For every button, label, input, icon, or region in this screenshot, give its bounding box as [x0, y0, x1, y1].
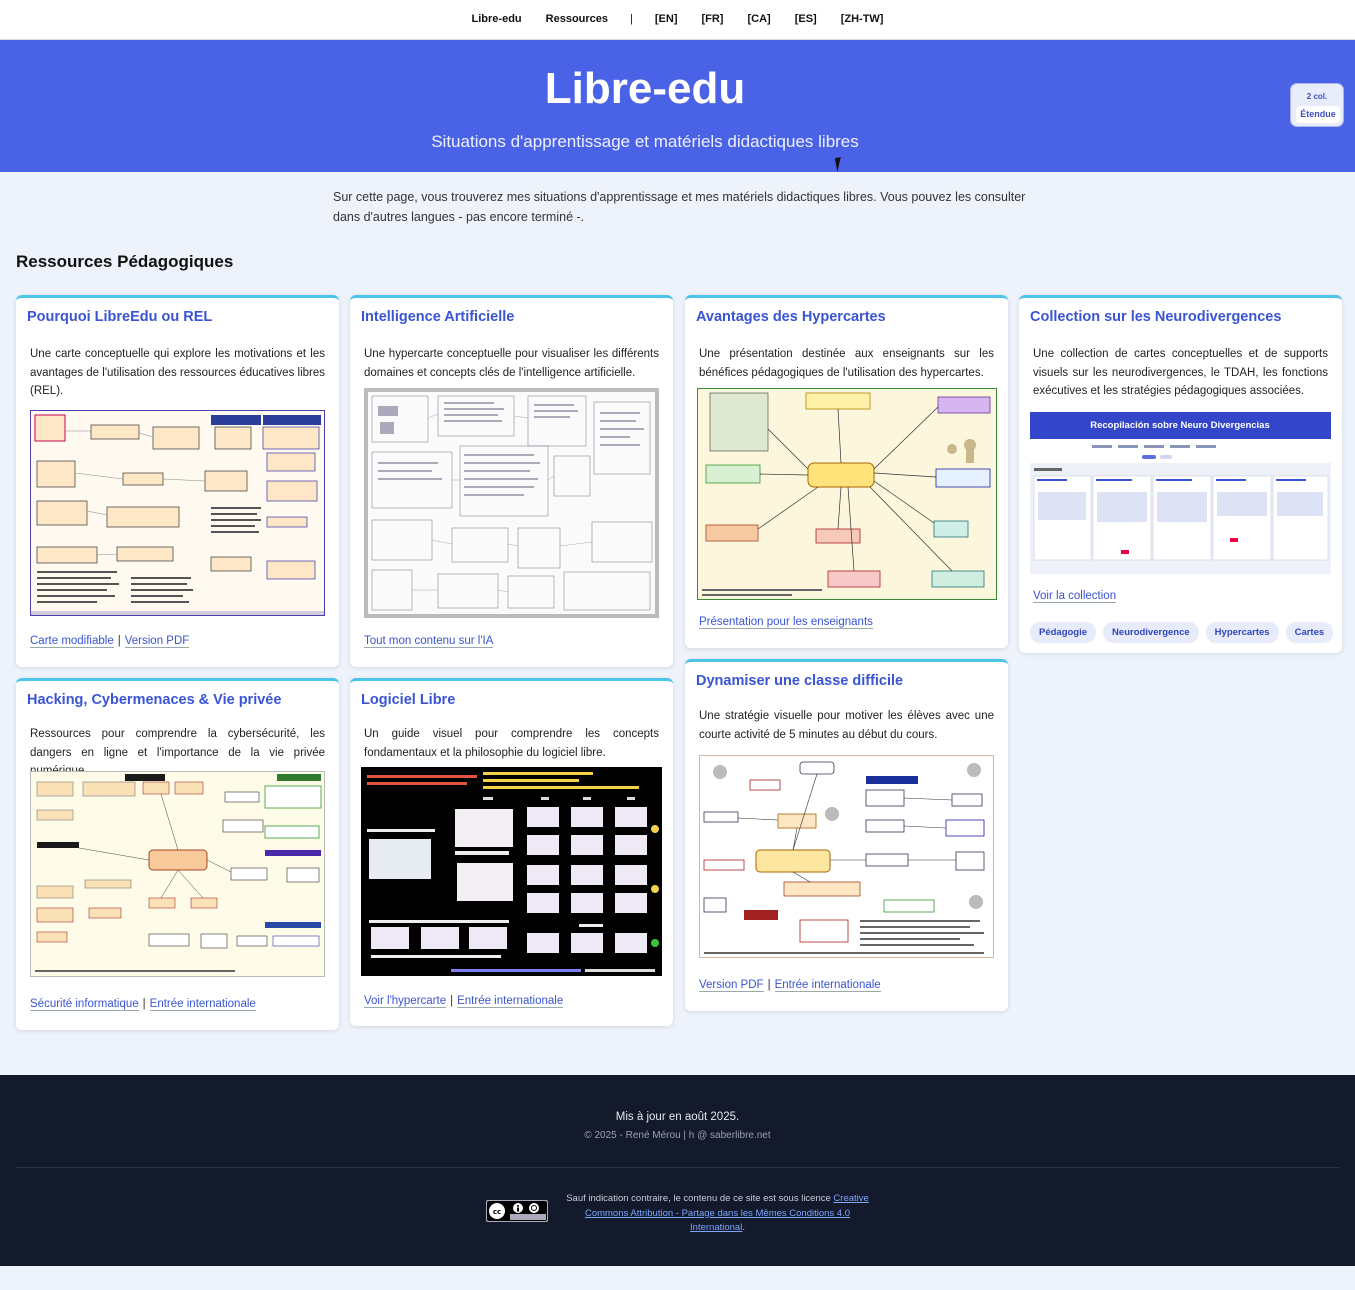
- link-version-pdf[interactable]: Version PDF: [124, 635, 190, 648]
- mouse-cursor-icon: [834, 156, 850, 172]
- cc-by-sa-icon[interactable]: cc: [486, 1200, 548, 1222]
- tag-list: Pédagogie Neurodivergence Hypercartes Ca…: [1030, 622, 1334, 643]
- tag-cartes[interactable]: Cartes: [1285, 622, 1334, 643]
- card-description: Une collection de cartes conceptuelles e…: [1033, 348, 1328, 397]
- concept-map-thumbnail[interactable]: [30, 410, 325, 616]
- motivation-diagram-thumbnail[interactable]: [699, 755, 994, 958]
- intro-text: Sur cette page, vous trouverez mes situa…: [333, 190, 1026, 224]
- lang-link-fr[interactable]: [FR]: [701, 13, 724, 25]
- license-suffix: .: [742, 1222, 745, 1233]
- license-prefix: Sauf indication contraire, le contenu de…: [566, 1193, 831, 1204]
- card-title[interactable]: Logiciel Libre: [361, 692, 456, 708]
- logiciel-libre-hypermap-thumbnail[interactable]: [361, 767, 662, 976]
- link-carte-modifiable[interactable]: Carte modifiable: [30, 635, 114, 648]
- card-logiciel-libre: Logiciel Libre Un guide visuel pour comp…: [350, 678, 673, 1026]
- card-hacking-cybermenaces: Hacking, Cybermenaces & Vie privée Resso…: [16, 678, 339, 1030]
- card-links: Présentation pour les enseignants: [699, 616, 873, 629]
- top-navigation: Libre-edu Ressources | [EN] [FR] [CA] [E…: [0, 0, 1355, 40]
- card-title[interactable]: Pourquoi LibreEdu ou REL: [27, 309, 213, 325]
- neurodivergences-collection-thumbnail[interactable]: Recopilación sobre Neuro Divergencias: [1030, 412, 1331, 574]
- card-title[interactable]: Intelligence Artificielle: [361, 309, 515, 325]
- nav-link-ressources[interactable]: Ressources: [545, 13, 609, 25]
- site-title: Libre-edu: [544, 64, 746, 113]
- card-description: Un guide visuel pour comprendre les conc…: [364, 728, 659, 759]
- link-presentation-enseignants[interactable]: Présentation pour les enseignants: [699, 616, 873, 629]
- footer-updated: Mis à jour en août 2025.: [615, 1111, 740, 1123]
- hypercartes-diagram-thumbnail[interactable]: [697, 388, 997, 600]
- link-entree-internationale[interactable]: Entrée internationale: [774, 979, 881, 992]
- card-links: Tout mon contenu sur l'IA: [364, 635, 494, 648]
- link-contenu-ia[interactable]: Tout mon contenu sur l'IA: [364, 635, 494, 648]
- card-title[interactable]: Hacking, Cybermenaces & Vie privée: [27, 692, 282, 708]
- nav-separator: |: [630, 13, 633, 25]
- card-links: Version PDF|Entrée internationale: [699, 979, 881, 992]
- tag-neurodivergence[interactable]: Neurodivergence: [1103, 622, 1199, 643]
- hero-banner: Libre-edu Situations d'apprentissage et …: [0, 40, 1355, 172]
- lang-link-en[interactable]: [EN]: [654, 13, 678, 25]
- tag-hypercartes[interactable]: Hypercartes: [1205, 622, 1279, 643]
- nav-link-libre-edu[interactable]: Libre-edu: [471, 13, 522, 25]
- card-title[interactable]: Avantages des Hypercartes: [696, 309, 886, 325]
- card-description: Une hypercarte conceptuelle pour visuali…: [364, 348, 659, 379]
- ai-hypermap-thumbnail[interactable]: [364, 388, 659, 618]
- site-footer: Mis à jour en août 2025. © 2025 - René M…: [0, 1075, 1355, 1266]
- layout-toggle-button[interactable]: Étendue: [1296, 106, 1340, 123]
- link-entree-internationale[interactable]: Entrée internationale: [457, 995, 564, 1008]
- card-neurodivergences: Collection sur les Neurodivergences Une …: [1019, 295, 1342, 653]
- card-description: Ressources pour comprendre la cybersécur…: [30, 728, 325, 777]
- link-entree-internationale[interactable]: Entrée internationale: [149, 998, 256, 1011]
- hacking-concept-map-thumbnail[interactable]: [30, 771, 325, 977]
- footer-license: Sauf indication contraire, le contenu de…: [560, 1192, 875, 1236]
- card-pourquoi-libreedu: Pourquoi LibreEdu ou REL Une carte conce…: [16, 295, 339, 667]
- layout-switch: 2 col. Étendue: [1290, 83, 1344, 127]
- link-voir-collection[interactable]: Voir la collection: [1033, 590, 1117, 603]
- card-links: Voir la collection: [1033, 590, 1117, 603]
- card-intelligence-artificielle: Intelligence Artificielle Une hypercarte…: [350, 295, 673, 667]
- footer-copyright: © 2025 - René Mérou | h @ saberlibre.net: [584, 1130, 771, 1141]
- nav-links: Libre-edu Ressources | [EN] [FR] [CA] [E…: [0, 13, 1355, 25]
- section-title: Ressources Pédagogiques: [16, 252, 234, 271]
- link-version-pdf[interactable]: Version PDF: [699, 979, 764, 992]
- footer-divider: [16, 1167, 1339, 1168]
- card-avantages-hypercartes: Avantages des Hypercartes Une présentati…: [685, 295, 1008, 648]
- lang-link-zh-tw[interactable]: [ZH-TW]: [840, 13, 884, 25]
- svg-text:cc: cc: [493, 1208, 501, 1216]
- collection-thumbnail-title: Recopilación sobre Neuro Divergencias: [1090, 420, 1270, 431]
- lang-link-es[interactable]: [ES]: [794, 13, 817, 25]
- tag-pedagogie[interactable]: Pédagogie: [1030, 622, 1097, 643]
- link-securite-informatique[interactable]: Sécurité informatique: [30, 998, 139, 1011]
- card-description: Une stratégie visuelle pour motiver les …: [699, 710, 994, 741]
- site-subtitle: Situations d'apprentissage et matériels …: [431, 132, 859, 151]
- card-title[interactable]: Dynamiser une classe difficile: [696, 673, 904, 689]
- card-description: Une carte conceptuelle qui explore les m…: [30, 348, 325, 397]
- card-links: Voir l'hypercarte|Entrée internationale: [364, 995, 564, 1008]
- link-voir-hypercarte[interactable]: Voir l'hypercarte: [364, 995, 447, 1008]
- license-link[interactable]: Creative Commons Attribution - Partage d…: [584, 1193, 869, 1233]
- card-links: Carte modifiable|Version PDF: [30, 635, 190, 648]
- layout-switch-label: 2 col.: [1306, 92, 1328, 101]
- card-dynamiser-classe: Dynamiser une classe difficile Une strat…: [685, 659, 1008, 1011]
- lang-link-ca[interactable]: [CA]: [747, 13, 771, 25]
- card-title[interactable]: Collection sur les Neurodivergences: [1030, 309, 1282, 325]
- card-links: Sécurité informatique|Entrée internation…: [30, 998, 256, 1011]
- card-description: Une présentation destinée aux enseignant…: [699, 348, 994, 379]
